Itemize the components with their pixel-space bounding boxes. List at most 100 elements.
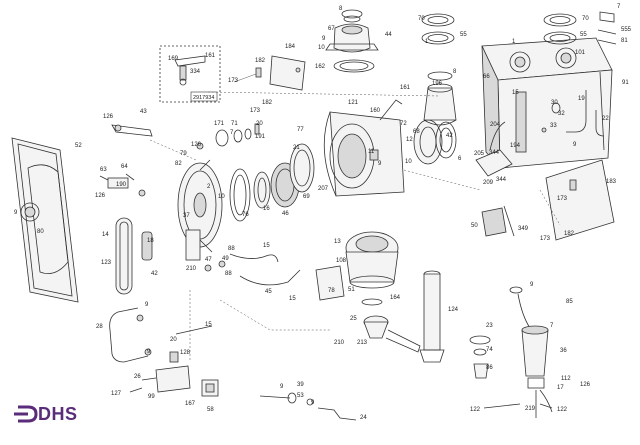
drain-hose [483, 403, 553, 409]
part-label-23: 23 [486, 323, 493, 329]
part-label-210: 210 [186, 266, 197, 272]
part-label-108: 108 [336, 258, 347, 264]
part-label-9: 9 [530, 282, 534, 288]
filter-block [481, 205, 515, 237]
part-label-162: 162 [315, 64, 326, 70]
part-label-15: 15 [263, 243, 270, 249]
part-label-32: 32 [558, 111, 565, 117]
left-pipe [109, 307, 152, 363]
part-label-33: 33 [550, 123, 557, 129]
part-label-7: 7 [550, 323, 554, 329]
part-label-167: 167 [185, 401, 196, 407]
part-label-190: 190 [116, 182, 127, 188]
upper-flue-pipe [423, 71, 457, 126]
part-number-labels: 8679104416218418217316116933470155701557… [14, 4, 632, 421]
venturi [361, 298, 421, 353]
part-label-182: 182 [564, 231, 575, 237]
part-label-7: 7 [230, 130, 234, 136]
bracket-assembly [159, 45, 221, 103]
part-label-8: 8 [453, 69, 457, 75]
heat-exchanger [323, 99, 405, 197]
part-label-42: 42 [446, 133, 453, 139]
part-label-81: 81 [621, 38, 628, 44]
part-label-51: 51 [348, 287, 355, 293]
part-label-18: 18 [147, 238, 154, 244]
part-label-173: 173 [250, 108, 261, 114]
part-label-45: 45 [265, 289, 272, 295]
part-label-86: 86 [486, 365, 493, 371]
part-label-191: 191 [255, 134, 266, 140]
part-label-334: 334 [190, 69, 201, 75]
part-label-53: 53 [297, 393, 304, 399]
part-label-126: 126 [580, 382, 591, 388]
part-label-88: 88 [228, 246, 235, 252]
part-label-12: 12 [406, 137, 413, 143]
part-label-9: 9 [147, 349, 151, 355]
part-label-69: 69 [303, 194, 310, 200]
burner-gasket [115, 217, 153, 295]
part-label-196: 196 [432, 81, 443, 87]
pressure-switch [475, 121, 513, 177]
part-label-91: 91 [622, 80, 629, 86]
part-label-182: 182 [255, 58, 266, 64]
part-label-10: 10 [405, 159, 412, 165]
part-label-173: 173 [557, 196, 568, 202]
small-rings-cluster [196, 123, 260, 150]
part-label-15: 15 [205, 322, 212, 328]
part-label-213: 213 [357, 340, 368, 346]
part-label-58: 58 [207, 407, 214, 413]
part-label-47: 47 [205, 257, 212, 263]
part-label-55: 55 [580, 32, 587, 38]
part-label-207: 207 [318, 186, 329, 192]
part-label-28: 28 [96, 324, 103, 330]
part-label-10: 10 [318, 45, 325, 51]
gas-pipe [201, 379, 357, 421]
part-label-80: 80 [37, 229, 44, 235]
part-label-42: 42 [151, 271, 158, 277]
top-right-gaskets [421, 11, 617, 45]
part-label-10: 10 [218, 194, 225, 200]
part-label-43: 43 [140, 109, 147, 115]
flue-rings [413, 119, 457, 165]
part-label-555: 555 [621, 27, 632, 33]
part-label-2: 2 [207, 184, 211, 190]
part-label-9: 9 [14, 210, 18, 216]
part-label-209: 209 [483, 180, 494, 186]
part-label-77: 77 [297, 127, 304, 133]
part-label-85: 85 [566, 299, 573, 305]
part-label-22: 22 [602, 116, 609, 122]
part-label-11: 11 [368, 149, 375, 155]
part-label-49: 49 [222, 256, 229, 262]
part-label-127: 127 [111, 391, 122, 397]
part-label-99: 99 [148, 394, 155, 400]
part-label-30: 30 [551, 100, 558, 106]
part-label-19: 19 [578, 96, 585, 102]
part-label-128: 128 [180, 350, 191, 356]
fan-motor [315, 231, 399, 301]
part-label-126: 126 [103, 114, 114, 120]
part-label-20: 20 [170, 337, 177, 343]
cover-plate [233, 55, 306, 91]
part-label-88: 88 [225, 271, 232, 277]
burner-front-plate [177, 159, 223, 261]
part-label-171: 171 [214, 121, 225, 127]
part-label-66: 66 [483, 74, 490, 80]
logo-text: DHS [38, 404, 78, 424]
part-label-67: 67 [328, 26, 335, 32]
part-label-26: 26 [134, 374, 141, 380]
part-label-15: 15 [289, 296, 296, 302]
gas-valve [129, 351, 191, 393]
part-label-121: 121 [348, 100, 359, 106]
part-label-182: 182 [262, 100, 273, 106]
stamp-text: 2917934 [193, 95, 214, 101]
part-label-15: 15 [512, 90, 519, 96]
part-label-161: 161 [205, 53, 216, 59]
part-label-122: 122 [470, 407, 481, 413]
right-pipes [541, 90, 605, 137]
assembly-guide-lines [149, 91, 561, 360]
part-label-1: 1 [512, 39, 516, 45]
part-label-50: 50 [471, 223, 478, 229]
part-label-70: 70 [582, 16, 589, 22]
part-label-78: 78 [328, 288, 335, 294]
part-label-169: 169 [168, 56, 179, 62]
